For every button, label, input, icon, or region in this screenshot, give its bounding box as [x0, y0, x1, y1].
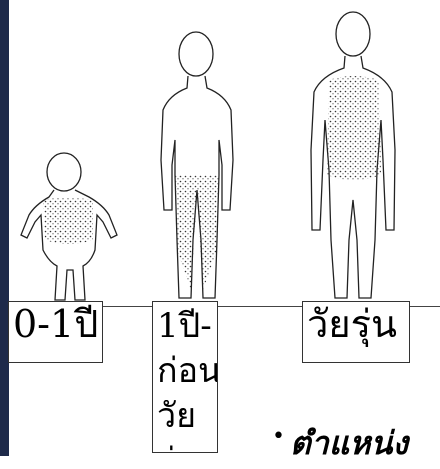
label-infant: 0-1ปี — [8, 301, 103, 363]
bullet-point: • — [272, 424, 285, 449]
label-teen: วัยรุ่น — [302, 301, 410, 363]
bullet-text: ตำแหน่ง — [290, 418, 408, 469]
infant-figure — [21, 153, 117, 300]
body-proportion-illustration — [9, 0, 440, 456]
label-child: 1ปี- ก่อน วัยรุ่น — [152, 301, 218, 453]
child-figure — [161, 32, 233, 298]
slide-left-bar — [0, 0, 9, 456]
teen-figure — [311, 12, 395, 298]
